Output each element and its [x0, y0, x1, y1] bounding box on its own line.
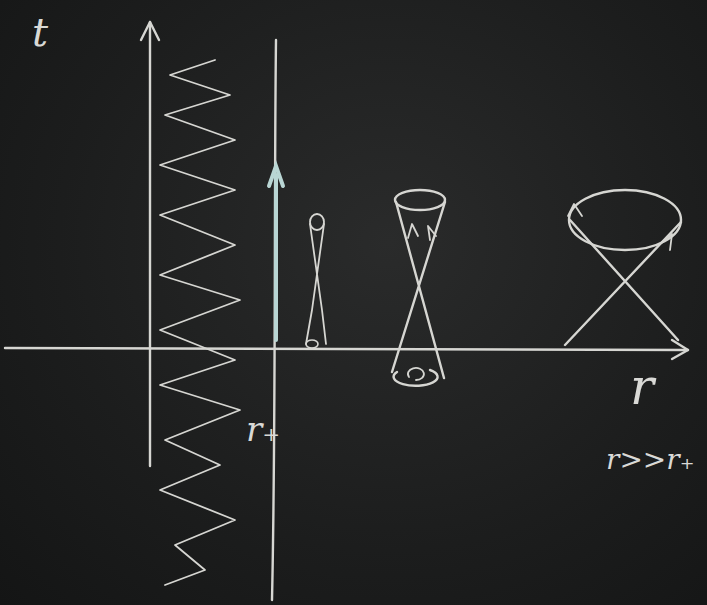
light-cone: [306, 224, 326, 344]
axis-label: t: [32, 12, 48, 52]
horizon-arrow: [274, 175, 278, 340]
light-cone-bottom: [306, 340, 318, 348]
wavy-worldline: [160, 60, 240, 585]
t-axis: [149, 22, 151, 466]
cone-arrows: [408, 224, 436, 240]
light-cone-top: [310, 214, 324, 230]
region-label: r>>r₊: [606, 446, 694, 474]
light-cone-top: [395, 190, 445, 210]
light-cone-top: [569, 190, 681, 250]
axis-label: r: [630, 362, 654, 412]
t-axis-arrow: [141, 22, 159, 40]
r-axis: [5, 348, 688, 350]
horizon-label: r₊: [246, 412, 280, 446]
horizon-line: [272, 40, 276, 600]
cone-arrows: [568, 204, 672, 250]
light-cone-bottom: [408, 368, 424, 380]
light-cone: [392, 202, 445, 378]
light-cone-bottom: [394, 370, 438, 386]
light-cone: [565, 220, 681, 345]
horizon-arrow-head: [269, 166, 283, 186]
r-axis-arrow: [672, 340, 688, 359]
